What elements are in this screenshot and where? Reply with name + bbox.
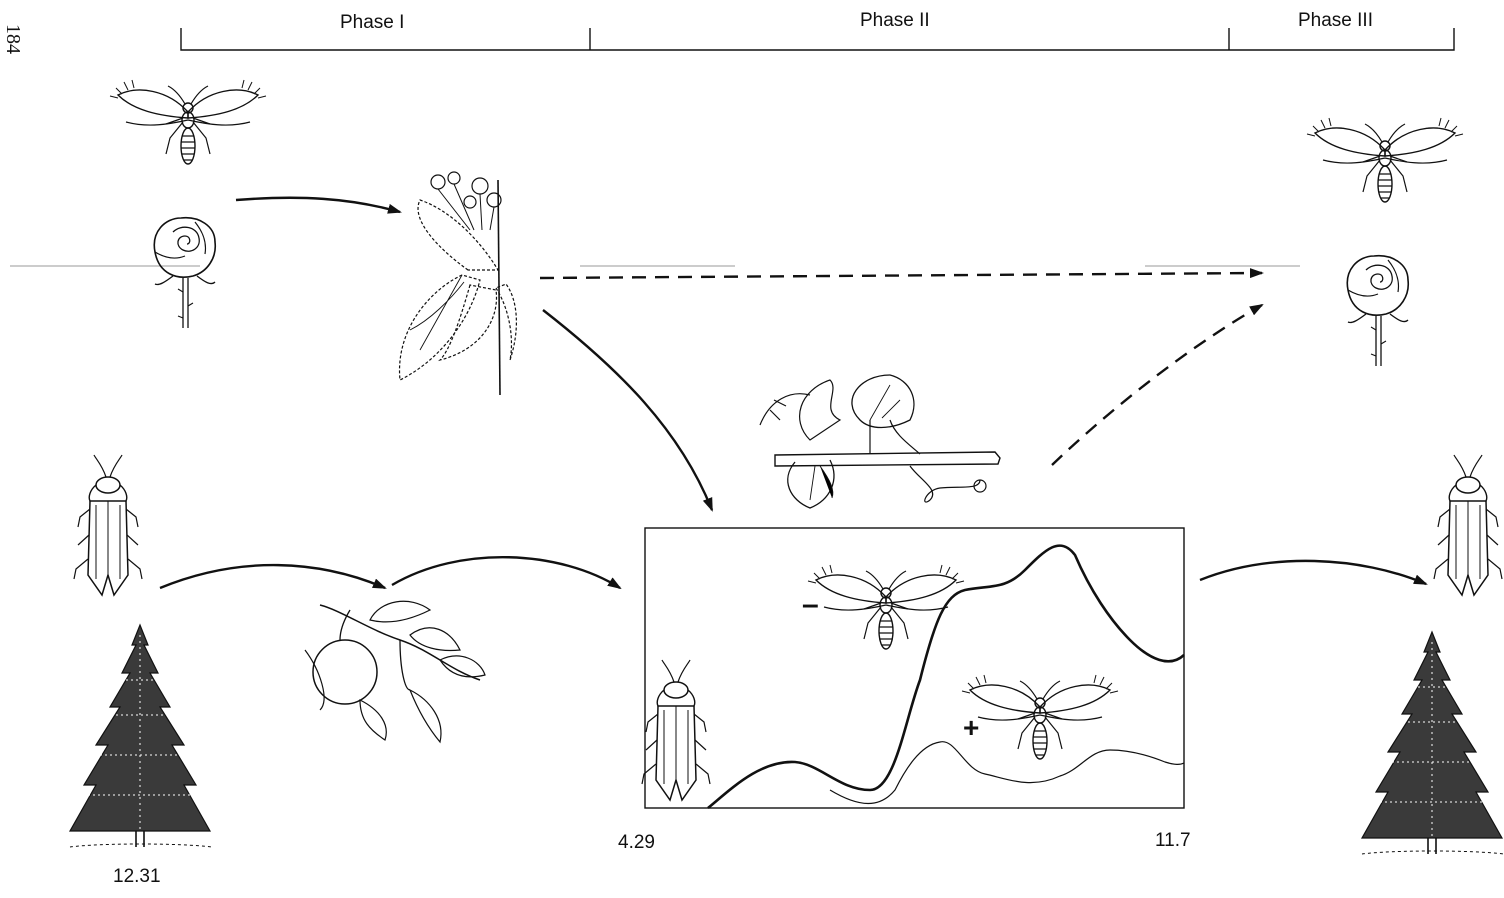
wasp-icon xyxy=(962,675,1118,759)
arrow-apple-to-box xyxy=(392,557,620,588)
wasp-icon xyxy=(1307,118,1463,202)
phase-label-1: Phase I xyxy=(340,12,404,34)
arrow-bramble-to-rose-dashed xyxy=(540,273,1262,278)
page-number: 184 xyxy=(1,24,24,54)
rose-icon xyxy=(1347,256,1408,366)
plus-sign: + xyxy=(963,712,979,744)
population-graph xyxy=(642,528,1184,808)
conifer-tree-icon xyxy=(1362,632,1504,854)
minus-sign: – xyxy=(802,588,819,622)
leafhopper-icon xyxy=(1434,455,1502,595)
curve-high xyxy=(708,546,1184,808)
phase-label-3: Phase III xyxy=(1298,10,1373,32)
arrow-box-to-rose-dashed xyxy=(1052,305,1262,465)
graph-frame xyxy=(645,528,1184,808)
apple-branch-icon xyxy=(305,601,485,742)
range-start-label: 4.29 xyxy=(618,832,655,854)
phase-label-2: Phase II xyxy=(860,10,930,32)
wasp-icon xyxy=(110,80,266,164)
arrow-tree-to-apple xyxy=(160,565,385,588)
leafhopper-icon xyxy=(74,455,142,595)
arrows xyxy=(160,198,1426,588)
arrow-box-to-tree xyxy=(1200,561,1426,584)
wasp-icon xyxy=(808,565,964,649)
grape-vine-icon xyxy=(760,375,1000,508)
rose-icon xyxy=(154,218,215,328)
curve-low xyxy=(830,742,1184,804)
arrow-bramble-to-box xyxy=(543,310,712,510)
bramble-flower-icon xyxy=(400,172,517,395)
arrow-rose-to-bramble xyxy=(236,198,400,212)
range-end-label: 11.7 xyxy=(1155,830,1191,852)
tree-date-label: 12.31 xyxy=(113,866,161,888)
leafhopper-icon xyxy=(642,660,710,800)
conifer-tree-icon xyxy=(70,625,212,847)
